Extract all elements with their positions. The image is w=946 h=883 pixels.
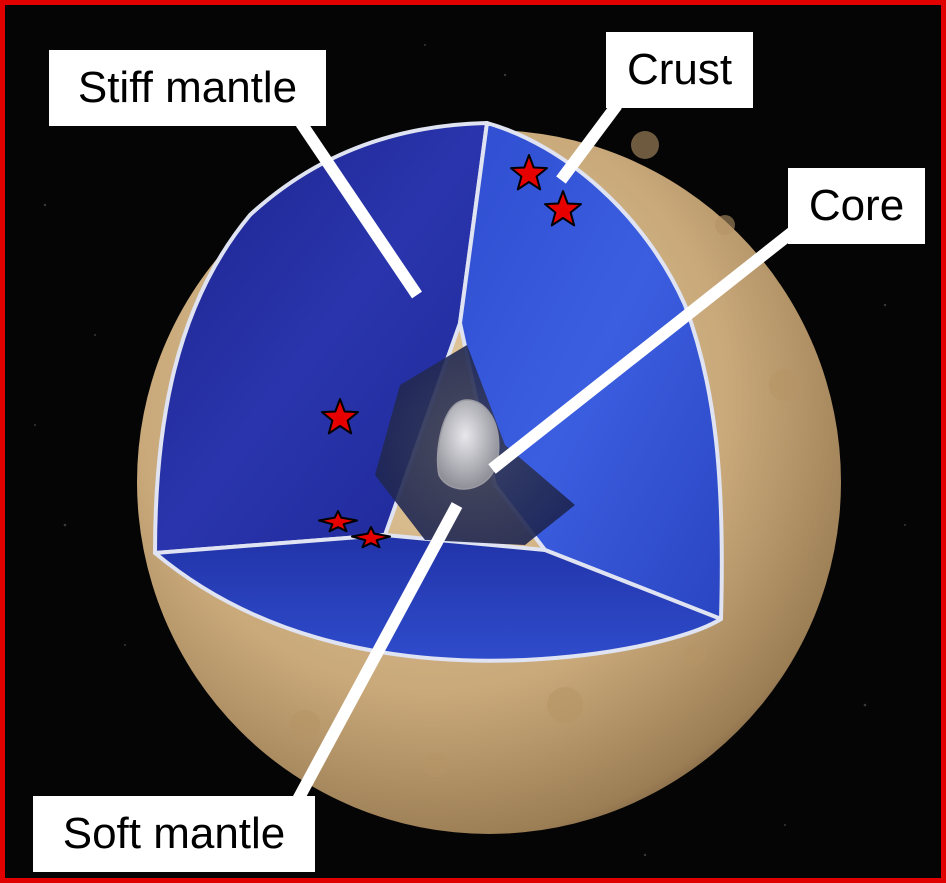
crust-label: Crust (606, 32, 753, 108)
core-label: Core (788, 168, 925, 244)
soft-mantle-label: Soft mantle (33, 796, 315, 872)
planet-cutaway-diagram (5, 5, 946, 883)
stiff-mantle-label: Stiff mantle (49, 50, 326, 126)
